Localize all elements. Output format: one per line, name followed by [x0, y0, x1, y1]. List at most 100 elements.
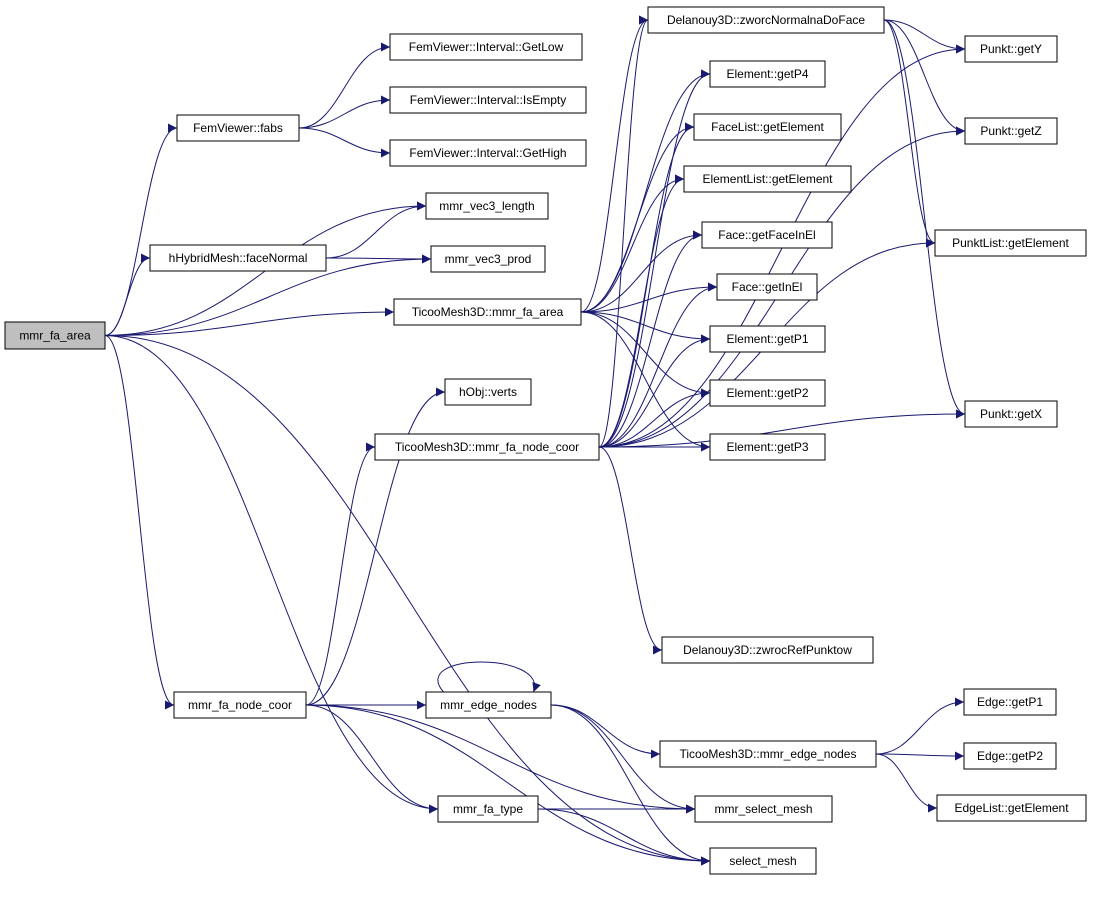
- edge-tm_node_coor-to-el_getp4: [598, 69, 711, 448]
- node-label: Punkt::getX: [980, 407, 1042, 421]
- edge-tm_node_coor-to-el_getp1: [598, 334, 711, 448]
- node-fabs[interactable]: FemViewer::fabs: [176, 114, 300, 142]
- node-label: Element::getP4: [726, 67, 808, 81]
- edge-tm_fa_area-to-el_getp4: [580, 69, 711, 313]
- node-edge_nodes[interactable]: mmr_edge_nodes: [425, 691, 552, 719]
- node-box: [709, 847, 817, 875]
- edge-fabs-to-getlow: [298, 42, 391, 129]
- edge-fa_node_coor-to-tm_node_coor: [305, 442, 376, 706]
- node-label: Element::getP1: [726, 332, 808, 346]
- node-edgelist_get[interactable]: EdgeList::getElement: [936, 794, 1087, 822]
- node-hobjverts[interactable]: hObj::verts: [444, 378, 532, 406]
- node-box: [709, 325, 826, 353]
- node-punkt_gety[interactable]: Punkt::getY: [964, 35, 1058, 63]
- node-el_getp4[interactable]: Element::getP4: [709, 60, 826, 88]
- node-label: FemViewer::Interval::GetLow: [409, 40, 564, 54]
- node-zworcnormal[interactable]: Delanouy3D::zworcNormalnaDoFace: [647, 6, 885, 34]
- node-fa_type[interactable]: mmr_fa_type: [437, 795, 539, 823]
- edge-zworcnormal-to-punkt_getx: [883, 19, 966, 419]
- node-edge_getp2[interactable]: Edge::getP2: [963, 742, 1057, 770]
- node-el_getp2[interactable]: Element::getP2: [709, 379, 826, 407]
- edge-fa_node_coor-to-fa_type: [305, 704, 439, 814]
- node-label: mmr_vec3_prod: [445, 252, 532, 266]
- node-box: [694, 795, 833, 823]
- edge-tm_fa_area-to-el_getp2: [580, 311, 711, 398]
- node-label: mmr_edge_nodes: [440, 698, 537, 712]
- node-fa_node_coor[interactable]: mmr_fa_node_coor: [173, 691, 307, 719]
- edge-edge_nodes-to-select_mesh: [550, 704, 711, 866]
- edge-edge_nodes-to-tm_edge_nodes: [550, 704, 661, 759]
- edge-facenormal-to-vec3prod: [325, 254, 432, 264]
- node-label: EdgeList::getElement: [954, 801, 1069, 815]
- node-box: [934, 229, 1087, 257]
- node-label: Edge::getP1: [977, 695, 1043, 709]
- node-punkt_getz[interactable]: Punkt::getZ: [964, 117, 1058, 145]
- node-box: [683, 165, 852, 193]
- node-box: [647, 6, 885, 34]
- node-vec3len[interactable]: mmr_vec3_length: [425, 192, 549, 220]
- node-vec3prod[interactable]: mmr_vec3_prod: [430, 245, 546, 273]
- node-box: [393, 298, 582, 326]
- edge-tm_edge_nodes-to-edgelist_get: [875, 753, 938, 813]
- node-punktlist_get[interactable]: PunktList::getElement: [934, 229, 1087, 257]
- edge-mmr_fa_area-to-vec3prod: [104, 254, 432, 336]
- node-box: [936, 794, 1087, 822]
- node-tm_fa_area[interactable]: TicooMesh3D::mmr_fa_area: [393, 298, 582, 326]
- node-getinel[interactable]: Face::getInEl: [716, 273, 818, 301]
- node-zwrocref[interactable]: Delanouy3D::zwrocRefPunktow: [661, 636, 874, 664]
- node-label: TicooMesh3D::mmr_edge_nodes: [680, 747, 857, 761]
- node-box: [964, 117, 1058, 145]
- node-tm_node_coor[interactable]: TicooMesh3D::mmr_fa_node_coor: [374, 433, 600, 461]
- node-box: [176, 114, 300, 142]
- node-gethigh[interactable]: FemViewer::Interval::GetHigh: [389, 139, 587, 167]
- edge-tm_node_coor-to-zwrocref: [598, 446, 663, 655]
- node-facelist_get[interactable]: FaceList::getElement: [693, 113, 842, 141]
- node-el_getp1[interactable]: Element::getP1: [709, 325, 826, 353]
- node-el_getp3[interactable]: Element::getP3: [709, 433, 826, 461]
- node-getfaceinel[interactable]: Face::getFaceInEl: [701, 221, 833, 249]
- node-label: Delanouy3D::zwrocRefPunktow: [683, 643, 852, 657]
- node-label: Punkt::getY: [980, 42, 1042, 56]
- node-label: TicooMesh3D::mmr_fa_area: [412, 305, 564, 319]
- node-box: [425, 192, 549, 220]
- node-select_mesh_mmr[interactable]: mmr_select_mesh: [694, 795, 833, 823]
- node-punkt_getx[interactable]: Punkt::getX: [964, 400, 1058, 428]
- edge-tm_edge_nodes-to-edge_getp2: [875, 751, 965, 761]
- edge-tm_fa_area-to-el_getp3: [580, 311, 711, 452]
- node-label: FemViewer::Interval::IsEmpty: [410, 93, 567, 107]
- edge-mmr_fa_area-to-fa_node_coor: [104, 335, 175, 710]
- edge-tm_fa_area-to-ellist_get: [580, 174, 685, 313]
- node-facenormal[interactable]: hHybridMesh::faceNormal: [149, 244, 327, 272]
- node-edge_getp1[interactable]: Edge::getP1: [963, 688, 1057, 716]
- edge-zworcnormal-to-punkt_gety: [883, 19, 966, 54]
- node-box: [374, 433, 600, 461]
- node-getlow[interactable]: FemViewer::Interval::GetLow: [389, 33, 583, 61]
- node-box: [430, 245, 546, 273]
- node-label: Face::getInEl: [732, 280, 803, 294]
- node-box: [964, 35, 1058, 63]
- node-isempty[interactable]: FemViewer::Interval::IsEmpty: [389, 86, 587, 114]
- edge-tm_node_coor-to-el_getp2: [598, 388, 711, 448]
- node-box: [4, 321, 106, 350]
- edge-mmr_fa_area-to-tm_fa_area: [104, 307, 395, 336]
- node-label: mmr_vec3_length: [439, 199, 534, 213]
- node-label: Face::getFaceInEl: [718, 228, 815, 242]
- node-ellist_get[interactable]: ElementList::getElement: [683, 165, 852, 193]
- node-box: [716, 273, 818, 301]
- edge-fa_node_coor-to-hobjverts: [305, 387, 446, 706]
- node-box: [425, 691, 552, 719]
- edges-layer: [104, 15, 966, 866]
- node-mmr_fa_area[interactable]: mmr_fa_area: [4, 321, 106, 350]
- node-label: hObj::verts: [459, 385, 517, 399]
- node-label: Edge::getP2: [977, 749, 1043, 763]
- node-select_mesh[interactable]: select_mesh: [709, 847, 817, 875]
- node-label: select_mesh: [729, 854, 796, 868]
- node-box: [173, 691, 307, 719]
- node-label: ElementList::getElement: [702, 172, 833, 186]
- node-box: [963, 742, 1057, 770]
- edge-mmr_fa_area-to-select_mesh: [104, 335, 711, 866]
- node-box: [709, 379, 826, 407]
- node-tm_edge_nodes[interactable]: TicooMesh3D::mmr_edge_nodes: [659, 740, 877, 768]
- edge-edge_nodes-to-edge_nodes: [437, 661, 541, 693]
- edge-tm_node_coor-to-ellist_get: [598, 174, 685, 448]
